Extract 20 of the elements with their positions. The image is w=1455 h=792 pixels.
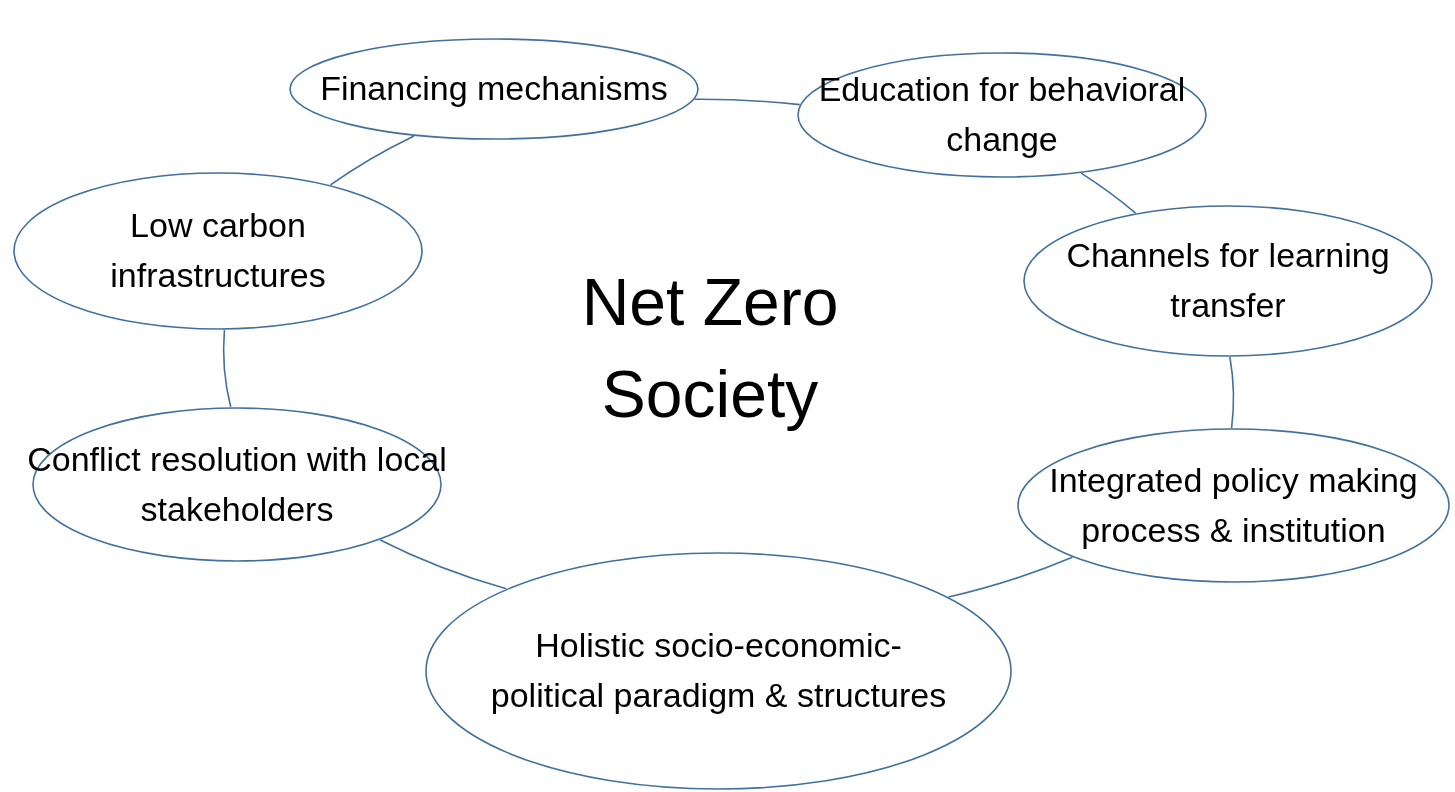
connector-arc [329, 135, 415, 186]
connector-arc [1080, 172, 1137, 214]
node-label: Holistic socio-economic-political paradigm & structures [489, 625, 948, 716]
node-label: Integrated policy making process & institution [1048, 459, 1419, 551]
ellipse-node [425, 552, 1012, 790]
connector-arc [947, 556, 1074, 598]
connector-arc [379, 539, 508, 590]
ellipse-node [289, 38, 699, 140]
connector-arc [694, 98, 801, 106]
ellipse-node [797, 52, 1207, 178]
ellipse-node [1017, 428, 1450, 583]
connector-arc [1229, 356, 1235, 429]
center-title: Net Zero Society [580, 264, 840, 434]
ellipse-node [13, 172, 423, 330]
node-label: Channels for learning transfer [1065, 235, 1391, 326]
ellipse-node [1023, 205, 1433, 357]
node-label: Low carbon infrastructures [109, 205, 327, 296]
connector-arc [222, 329, 232, 408]
node-label: Education for behavioral change [817, 69, 1187, 160]
node-label: Financing mechanisms [319, 68, 669, 110]
